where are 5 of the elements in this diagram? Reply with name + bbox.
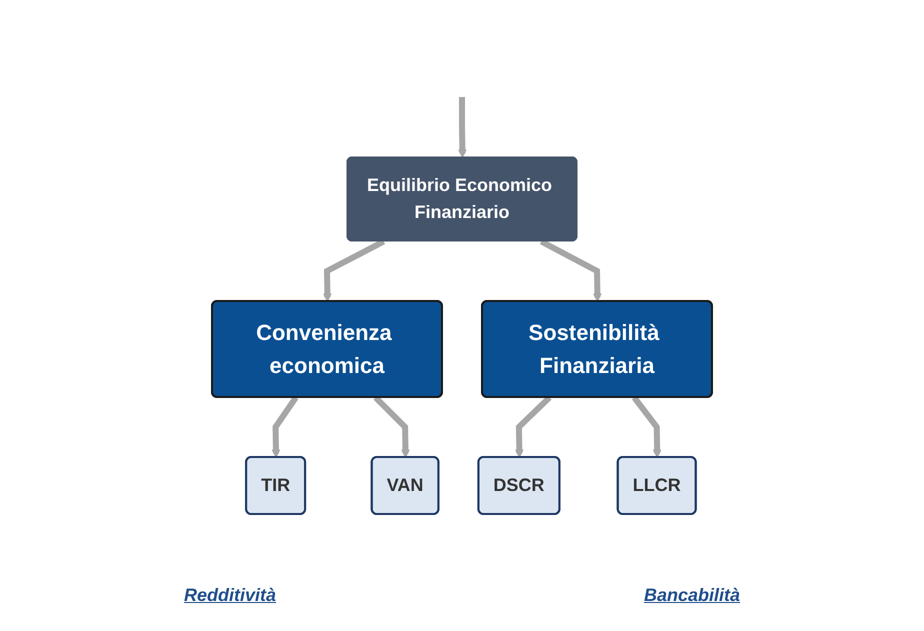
arrow: [632, 395, 662, 458]
arrow: [458, 96, 467, 158]
group-label: Redditività: [184, 585, 276, 606]
arrow: [272, 395, 298, 458]
group-label: Bancabilità: [644, 585, 740, 606]
